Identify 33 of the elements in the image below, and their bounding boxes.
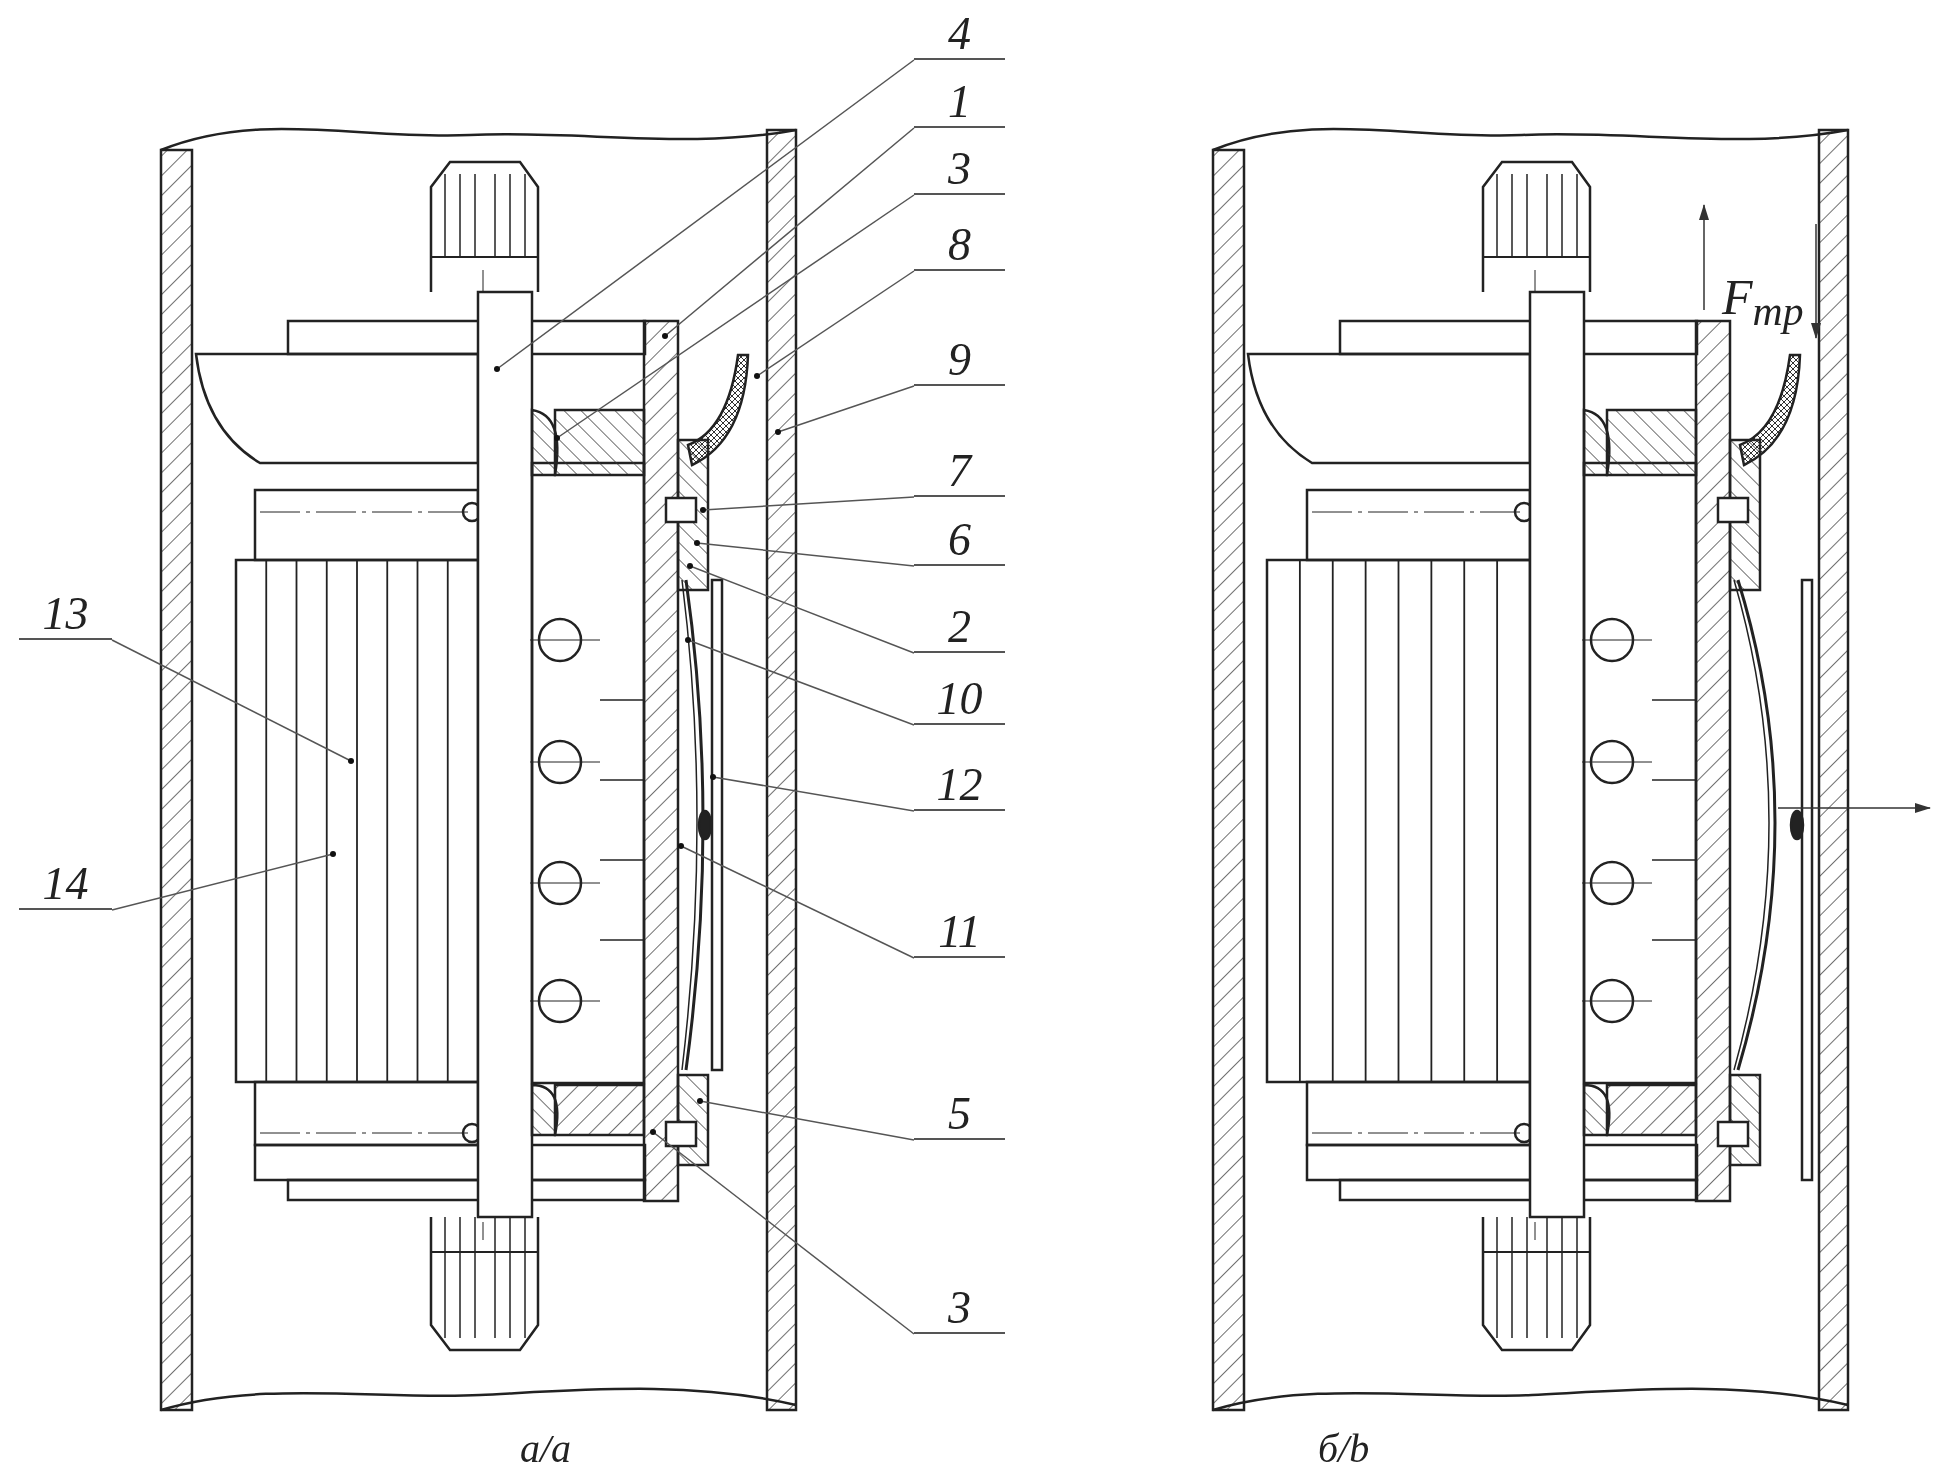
- callout-number: 14: [19, 860, 112, 910]
- callout-number: 8: [914, 221, 1005, 271]
- callout-number: 6: [914, 516, 1005, 566]
- callout-number: 3: [914, 1284, 1005, 1334]
- callout-number: 4: [914, 10, 1005, 60]
- panel-label: а/a: [520, 1425, 572, 1472]
- leader-line: [710, 774, 915, 812]
- leader-line: [678, 843, 915, 959]
- leader-line: [694, 540, 915, 567]
- leader-line: [111, 639, 354, 764]
- callout-number: 13: [19, 590, 112, 640]
- leader-line: [775, 385, 915, 435]
- leader-line: [754, 270, 915, 379]
- callout-number: 2: [914, 603, 1005, 653]
- leader-line: [697, 1098, 915, 1141]
- callout-number: 12: [914, 761, 1005, 811]
- callout-number: 7: [914, 447, 1005, 497]
- callout-number: 11: [914, 908, 1005, 958]
- leader-line: [650, 1129, 915, 1335]
- force-label: F$_{тр}$: [1722, 268, 1804, 335]
- leader-line: [687, 563, 915, 654]
- callout-number: 9: [914, 336, 1005, 386]
- panel-label: б/b: [1318, 1425, 1370, 1472]
- callout-number: 5: [914, 1090, 1005, 1140]
- leader-line: [685, 637, 915, 726]
- leader-line: [700, 496, 915, 513]
- callout-number: 10: [914, 675, 1005, 725]
- leader-line: [494, 59, 915, 372]
- leader-line: [554, 194, 915, 441]
- callout-number: 3: [914, 145, 1005, 195]
- callout-number: 1: [914, 78, 1005, 128]
- leader-line: [111, 851, 336, 911]
- leader-line: [662, 127, 915, 339]
